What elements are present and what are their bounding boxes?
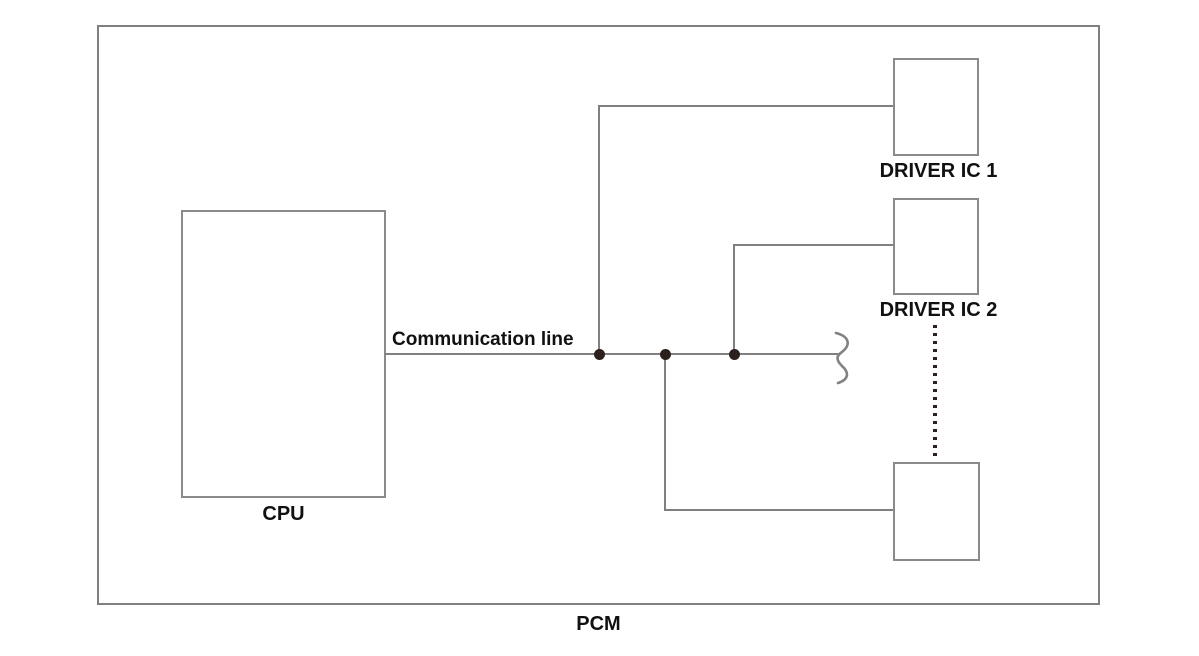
cpu-box	[181, 210, 386, 498]
driver-ic-n-box	[893, 462, 980, 561]
continuation-dotted-line	[933, 325, 937, 457]
branch-wire-icn-vertical	[664, 354, 666, 511]
branch-wire-ic2-vertical	[733, 245, 735, 355]
driver-ic-2-label: DRIVER IC 2	[879, 299, 998, 321]
pcm-label: PCM	[576, 613, 621, 635]
branch-wire-ic2-horizontal	[733, 244, 895, 246]
driver-ic-1-box	[893, 58, 979, 156]
junction-dot-1	[594, 349, 605, 360]
junction-dot-3	[729, 349, 740, 360]
communication-line-wire	[385, 353, 840, 355]
junction-dot-2	[660, 349, 671, 360]
branch-wire-icn-horizontal	[664, 509, 895, 511]
bus-break-squiggle-icon	[834, 331, 849, 385]
branch-wire-ic1-horizontal	[598, 105, 895, 107]
cpu-label: CPU	[262, 503, 305, 525]
driver-ic-2-box	[893, 198, 979, 295]
driver-ic-1-label: DRIVER IC 1	[879, 160, 998, 182]
branch-wire-ic1-vertical	[598, 106, 600, 355]
communication-line-label: Communication line	[392, 329, 574, 350]
